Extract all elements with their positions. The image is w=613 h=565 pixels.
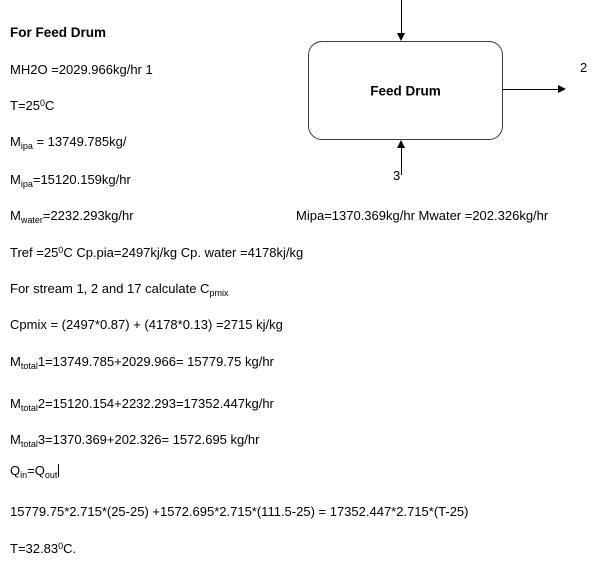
subscript: in — [20, 470, 28, 480]
note-line-cpmix: Cpmix = (2497*0.87) + (4178*0.13) =2715 … — [10, 317, 283, 332]
feed-drum-label: Feed Drum — [370, 83, 441, 98]
subscript: out — [44, 470, 58, 480]
note-line-stream: For stream 1, 2 and 17 calculate Cpmix — [10, 281, 229, 298]
stream-3-composition-note: Mipa=1370.369kg/hr Mwater =202.326kg/hr — [296, 208, 549, 223]
feed-drum-box: Feed Drum — [308, 41, 503, 140]
inlet-bottom-arrow-head — [397, 140, 405, 148]
note-line-temp: T=250C — [10, 98, 55, 113]
inlet-bottom-arrow-line — [401, 146, 403, 175]
note-line-mwater: Mwater=2232.293kg/hr — [10, 208, 134, 225]
subscript: total — [20, 403, 38, 413]
subscript: ipa — [20, 141, 33, 151]
note-line-energyeq: 15779.75*2.715*(25-25) +1572.695*2.715*(… — [10, 504, 469, 519]
outlet-right-arrow-head — [558, 85, 566, 93]
superscript: 0 — [58, 541, 64, 551]
note-line-tref: Tref =250C Cp.pia=2497kj/kg Cp. water =4… — [10, 245, 304, 260]
stream-label-2: 2 — [580, 60, 588, 75]
superscript: 0 — [40, 98, 46, 108]
note-line-mtotal2: Mtotal2=15120.154+2232.293=17352.447kg/h… — [10, 396, 274, 413]
subscript: ipa — [20, 179, 33, 189]
note-line-qbalance: Qin=Qout — [10, 463, 60, 480]
note-line-mtotal3: Mtotal3=1370.369+202.326= 1572.695 kg/hr — [10, 432, 260, 449]
stream-label-3: 3 — [393, 168, 401, 183]
note-line-mipa2: Mipa=15120.159kg/hr — [10, 172, 131, 189]
subscript: pmix — [209, 288, 229, 298]
superscript: 0 — [58, 245, 64, 255]
note-line-mipa1: Mipa = 13749.785kg/ — [10, 134, 127, 151]
note-line-mh2o: MH2O =2029.966kg/hr 1 — [10, 62, 153, 77]
subscript: total — [20, 361, 38, 371]
subscript: total — [20, 439, 38, 449]
feed-drum-flow-diagram: Feed Drum 2 3 — [290, 0, 613, 200]
outlet-right-arrow-line — [503, 89, 560, 91]
inlet-top-arrow-head — [397, 33, 405, 41]
note-line-tresult: T=32.830C. — [10, 541, 77, 556]
note-line-mtotal1: Mtotal1=13749.785+2029.966= 15779.75 kg/… — [10, 354, 274, 371]
subscript: water — [20, 215, 43, 225]
text-cursor — [58, 464, 60, 477]
inlet-top-arrow-line — [401, 0, 403, 36]
page-title: For Feed Drum — [10, 25, 107, 40]
